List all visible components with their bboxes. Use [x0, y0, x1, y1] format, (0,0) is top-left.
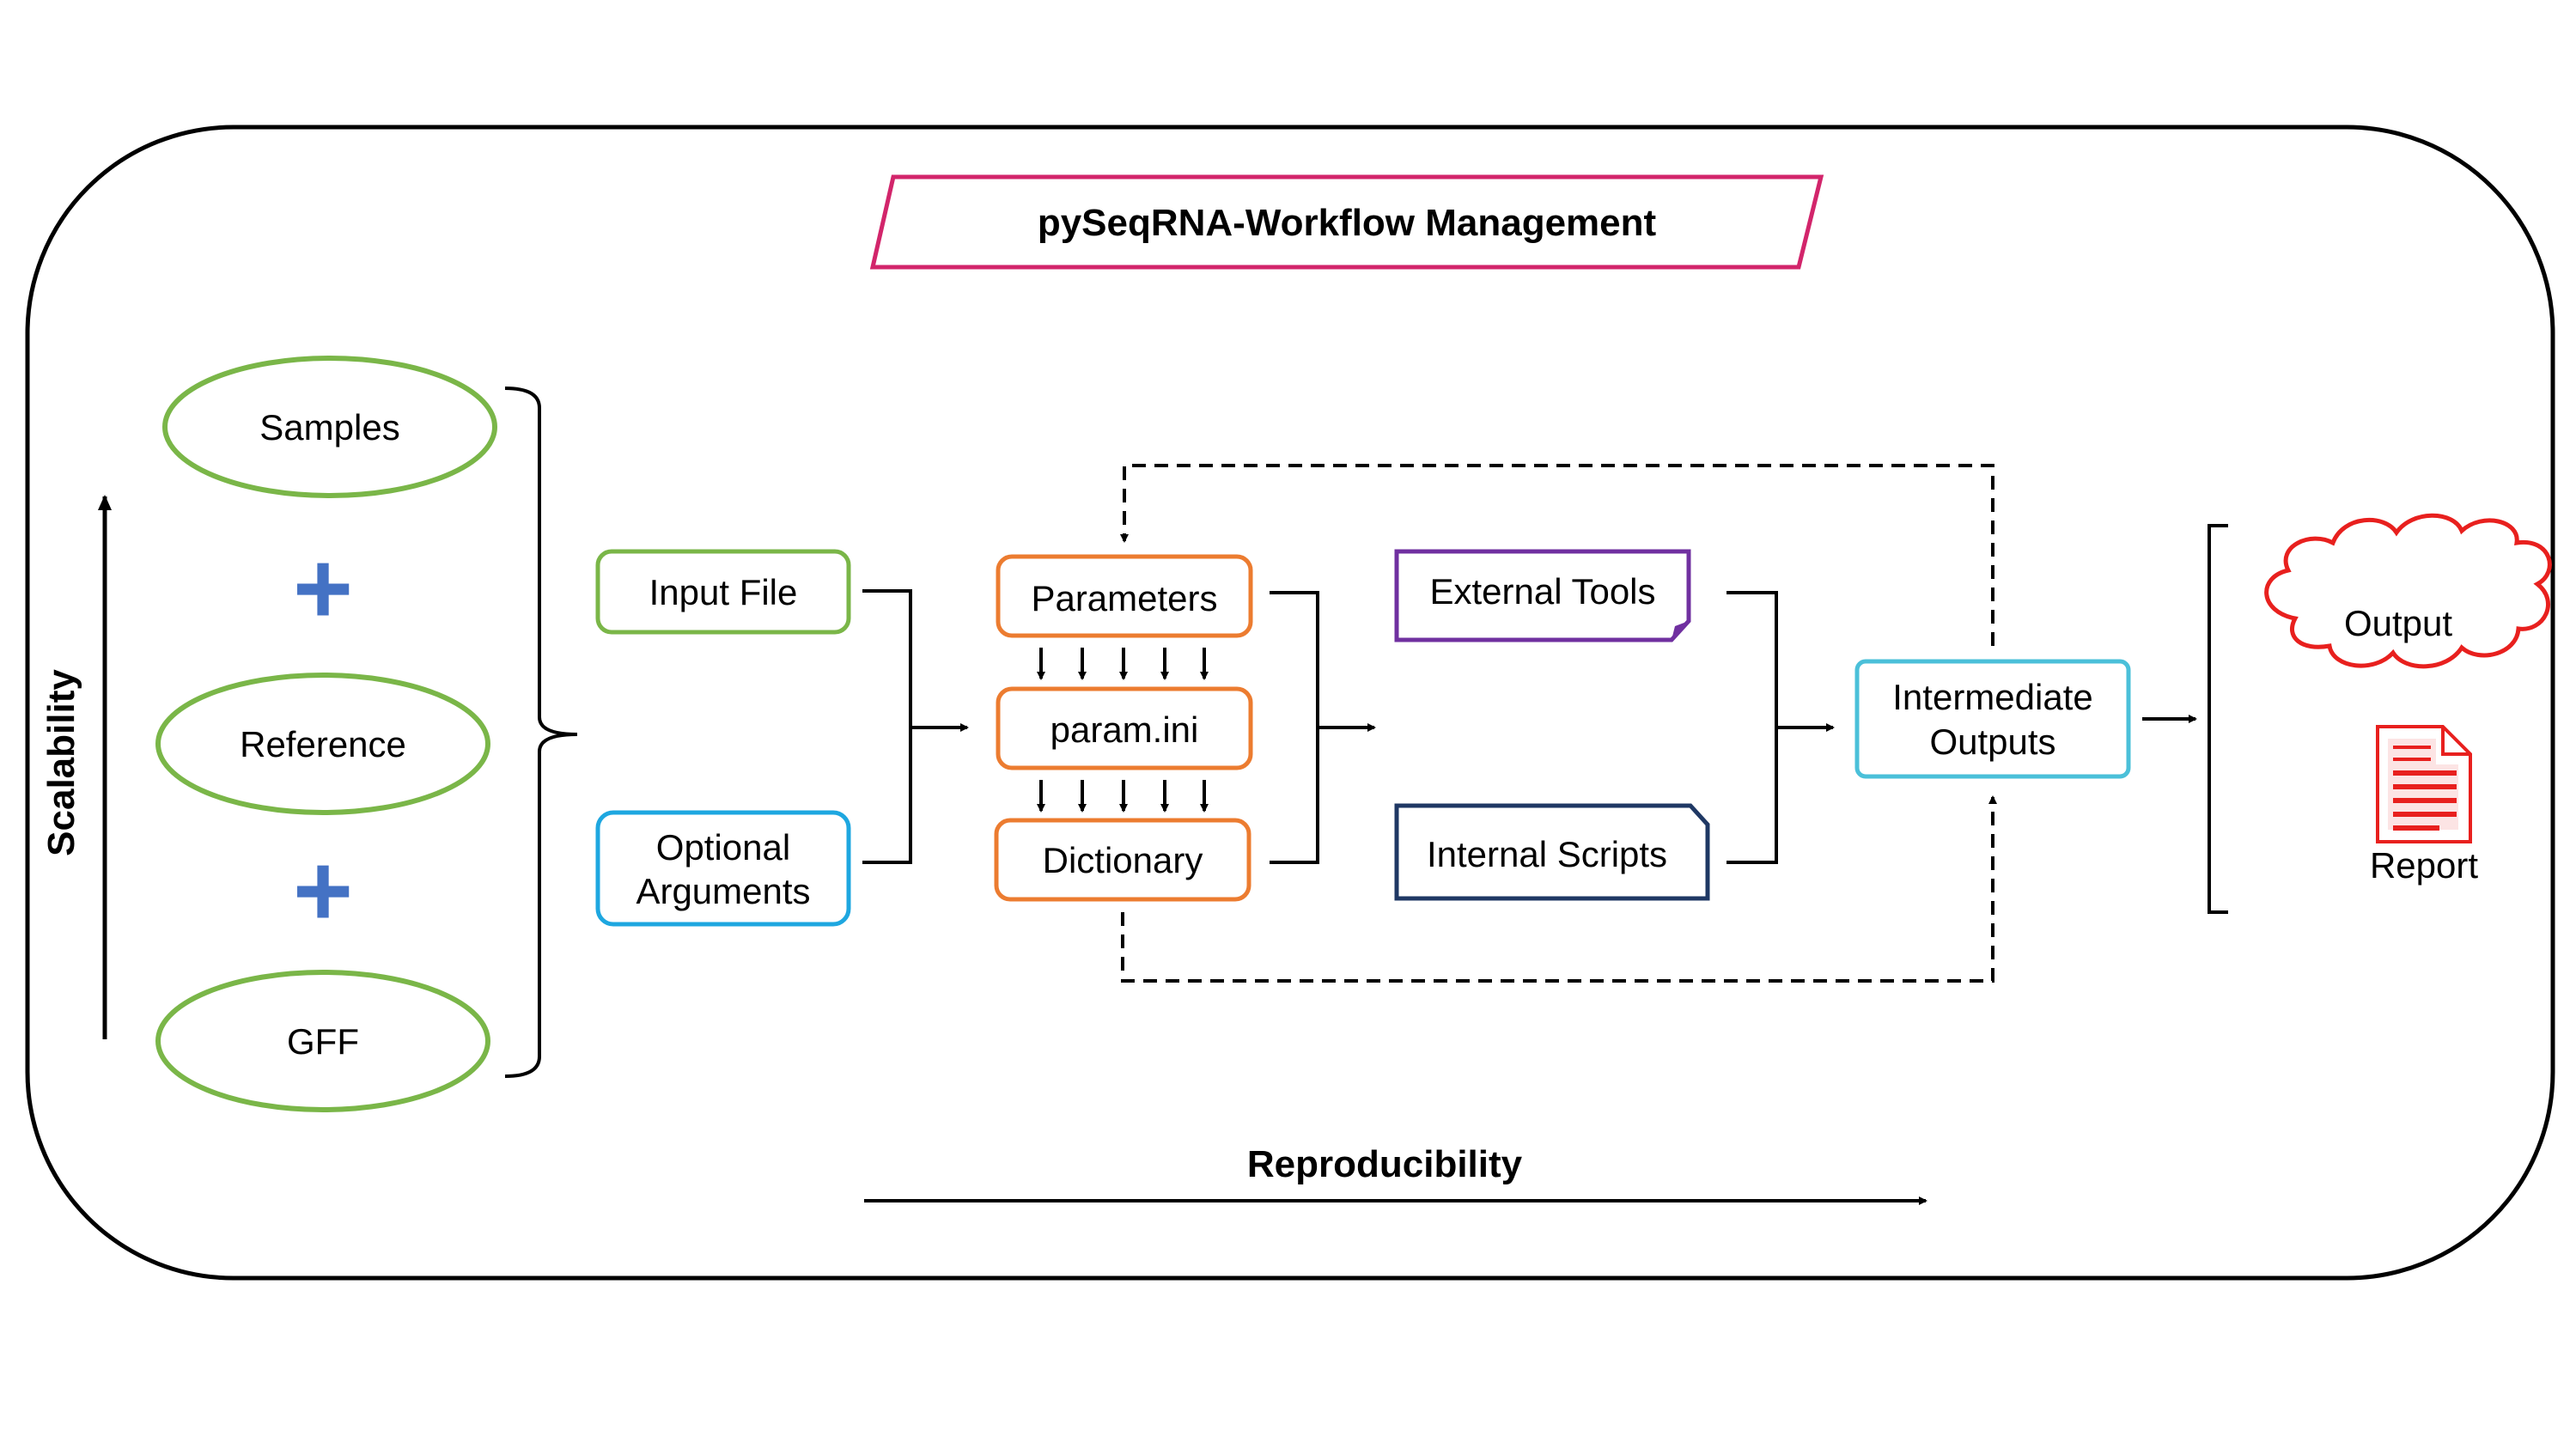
plus-icon: + — [293, 531, 353, 646]
intermediate-outputs-box: Intermediate Outputs — [1854, 659, 2131, 779]
config-arrows-top — [1037, 648, 1209, 680]
intermediate-outputs-line2: Outputs — [1929, 721, 2055, 762]
config-brace — [1270, 591, 1374, 864]
output-cloud: Output — [2264, 513, 2552, 669]
scalability-label: Scalability — [40, 669, 82, 856]
output-label: Output — [2344, 603, 2452, 643]
outer-frame — [25, 125, 2555, 1281]
feedback-loop-top — [1120, 464, 1994, 646]
optional-arguments-line2: Arguments — [636, 871, 810, 911]
internal-scripts-box: Internal Scripts — [1394, 803, 1710, 901]
scalability-axis: Scalability — [40, 495, 112, 1039]
samples-label: Samples — [259, 407, 399, 447]
intermediate-outputs-line1: Intermediate — [1892, 677, 2092, 717]
title-text: pySeqRNA-Workflow Management — [1038, 202, 1657, 244]
report-label: Report — [2370, 845, 2478, 886]
results-bracket — [2208, 524, 2228, 914]
samples-node: Samples — [162, 356, 497, 498]
param-ini-label: param.ini — [1050, 709, 1199, 750]
reproducibility-label: Reproducibility — [1247, 1143, 1523, 1185]
feedback-loop-bottom — [1121, 795, 1997, 983]
parameters-box: Parameters — [996, 554, 1253, 638]
input-file-label: Input File — [649, 572, 798, 612]
config-arrows-bottom — [1037, 780, 1209, 813]
external-tools-label: External Tools — [1429, 571, 1655, 612]
svg-text:+: + — [293, 833, 353, 948]
plus-icon: + — [293, 833, 353, 948]
param-ini-box: param.ini — [996, 686, 1253, 770]
input-file-box: Input File — [595, 549, 851, 635]
files-brace — [862, 589, 967, 864]
parameters-label: Parameters — [1031, 578, 1217, 618]
reference-label: Reference — [240, 724, 406, 764]
dictionary-box: Dictionary — [994, 818, 1251, 902]
optional-arguments-line1: Optional — [656, 827, 790, 868]
title-banner: pySeqRNA-Workflow Management — [869, 174, 1824, 270]
internal-scripts-label: Internal Scripts — [1427, 834, 1667, 874]
gff-node: GFF — [155, 970, 490, 1112]
optional-arguments-box: Optional Arguments — [595, 810, 851, 927]
svg-text:+: + — [293, 531, 353, 646]
report-icon — [2376, 725, 2472, 843]
external-tools-box: External Tools — [1394, 549, 1691, 642]
gff-label: GFF — [287, 1021, 359, 1062]
inputs-brace — [504, 387, 578, 1078]
dictionary-label: Dictionary — [1043, 840, 1203, 880]
reproducibility-axis: Reproducibility — [864, 1143, 1927, 1205]
tools-brace — [1726, 591, 1833, 864]
reference-node: Reference — [155, 673, 490, 815]
